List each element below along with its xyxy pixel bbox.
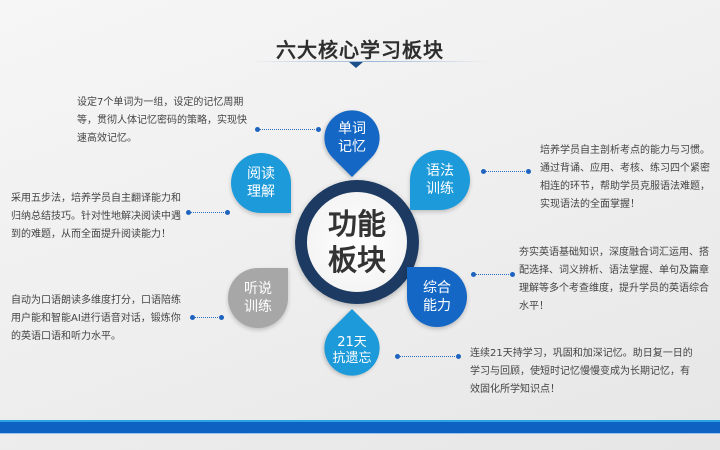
module-reading[interactable]: 阅读理解 (231, 153, 291, 213)
center-hub: 功能板块 (295, 180, 419, 304)
connector-grammar (481, 168, 531, 174)
module-label: 抗遗忘 (332, 351, 372, 366)
petal-shape (231, 153, 291, 213)
module-label: 理解 (247, 184, 275, 200)
petal-shape (228, 268, 288, 328)
module-word-memory[interactable]: 单词记忆 (312, 98, 392, 178)
footer-bar (0, 420, 720, 434)
desc-listening: 自动为口语朗读多维度打分，口语陪练用户能和智能AI进行语音对话，锻炼你的英语口语… (11, 295, 181, 342)
petal-shape (407, 267, 467, 327)
module-label: 语法 (426, 163, 454, 179)
module-label: 阅读 (247, 166, 275, 182)
module-listening-speaking[interactable]: 听说训练 (228, 268, 288, 328)
title-triangle-icon (349, 62, 363, 68)
center-line2: 板块 (327, 243, 386, 277)
desc-comprehensive: 夯实英语基础知识，深度融合词汇运用、搭配选择、词义辨析、语法掌握、单句及篇章理解… (519, 247, 709, 312)
module-comprehensive[interactable]: 综合能力 (407, 267, 467, 327)
desc-word-memory: 设定7个单词为一组，设定的记忆周期等，贯彻人体记忆密码的策略，实现快速高效记忆。 (77, 97, 247, 144)
module-label: 综合 (423, 280, 451, 296)
petal-shape (410, 150, 470, 210)
connector-reading (186, 209, 230, 215)
module-label: 21天 (337, 335, 367, 350)
center-line1: 功能 (327, 207, 386, 241)
desc-reading: 采用五步法，培养学员自主翻译能力和归纳总结技巧。针对性地解决阅读中遇到的难题，从… (11, 193, 181, 240)
module-grammar[interactable]: 语法训练 (410, 150, 470, 210)
title-underline (250, 61, 490, 62)
desc-grammar: 培养学员自主剖析考点的能力与习惯。通过背诵、应用、考核、练习四个紧密相连的环节，… (540, 145, 710, 210)
connector-word-memory (255, 126, 321, 132)
module-label: 记忆 (338, 139, 366, 155)
page-title: 六大核心学习板块 (276, 38, 444, 62)
desc-21day: 连续21天持学习，巩固和加深记忆。助日复一日的学习与回顾，使短时记忆慢慢变成为长… (470, 348, 693, 395)
module-label: 能力 (423, 298, 451, 314)
module-label: 训练 (426, 181, 454, 197)
module-label: 训练 (244, 299, 272, 315)
module-label: 单词 (338, 121, 366, 137)
connector-comprehensive (471, 271, 515, 277)
module-21day-retention[interactable]: 21天抗遗忘 (312, 308, 392, 388)
module-label: 听说 (244, 281, 272, 297)
connector-21day (395, 353, 461, 359)
connector-listening (190, 314, 224, 320)
